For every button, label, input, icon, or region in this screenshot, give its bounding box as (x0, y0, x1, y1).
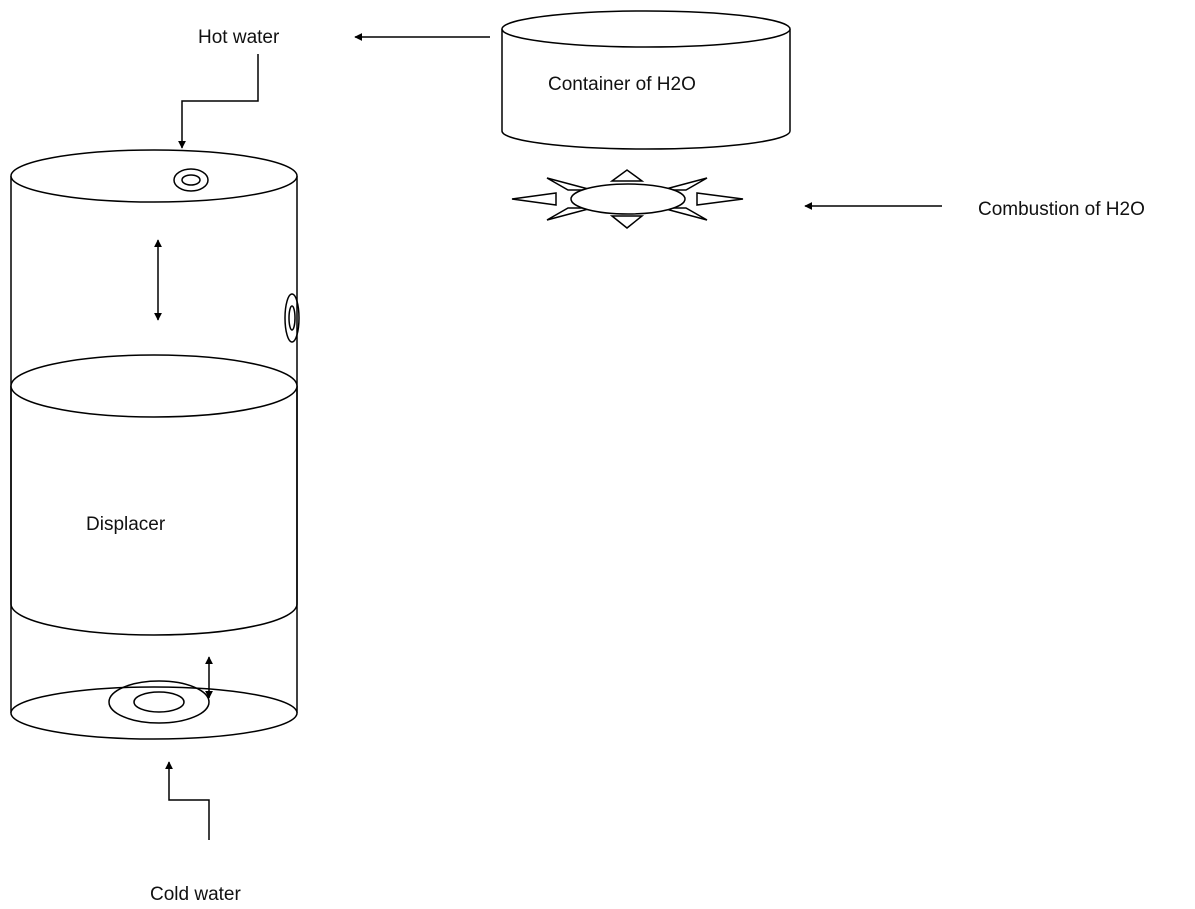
side-port-icon (284, 293, 300, 343)
bottom-piston-icon (108, 680, 210, 724)
container-label: Container of H2O (548, 74, 696, 95)
flame-icon (511, 169, 744, 229)
top-port-icon (173, 168, 209, 192)
cylinder-top (10, 149, 298, 203)
cylinder (10, 149, 298, 740)
cold-water-inlet-arrow (165, 761, 210, 840)
cold-water-label: Cold water (150, 884, 241, 905)
hot-water-label: Hot water (198, 27, 280, 48)
container (501, 10, 791, 150)
hot-water-inlet-arrow (178, 54, 259, 149)
displacer (10, 354, 298, 636)
cylinder-bottom (10, 686, 298, 740)
combustion-label: Combustion of H2O (978, 199, 1145, 220)
displacer-label: Displacer (86, 514, 166, 535)
